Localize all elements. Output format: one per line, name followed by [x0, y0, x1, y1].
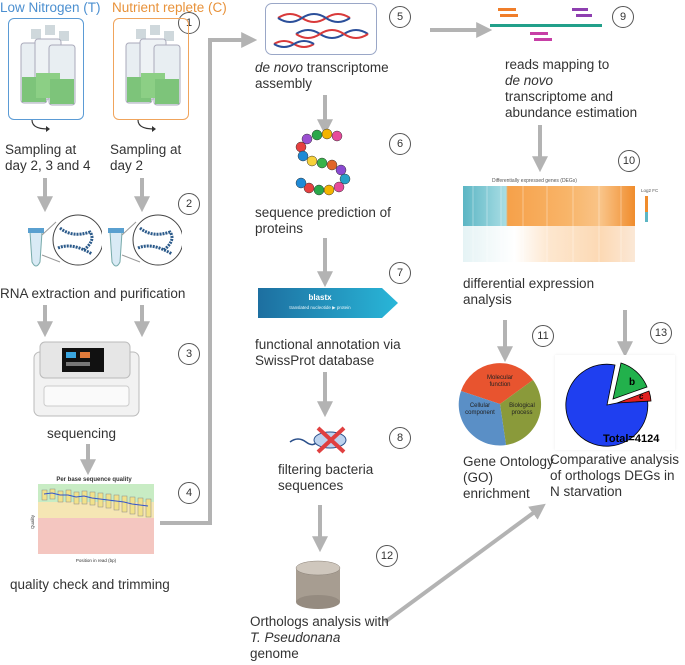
- ortholog-pie-box: b c Total=4124: [555, 355, 675, 450]
- step-9-label-a: reads mapping to: [505, 57, 610, 72]
- step-12-label-b: genome: [250, 646, 299, 661]
- go-label-mf-line1: Molecular: [487, 375, 513, 381]
- sequencer-icon: [33, 341, 140, 417]
- sampling-arrow-icon: [137, 119, 156, 132]
- heatmap-legend-label: Log2 FC: [641, 188, 659, 193]
- step-number-8: 8: [389, 427, 411, 449]
- dna-strands-icon: [273, 13, 369, 48]
- step-number-12: 12: [376, 545, 398, 567]
- step-number-7: 7: [389, 262, 411, 284]
- assembly-box: [265, 3, 377, 55]
- step-3-label: sequencing: [47, 426, 117, 441]
- quality-chart: Per base sequence quality Position in re…: [30, 477, 154, 563]
- header-nutrient-replete: Nutrient replete (C): [112, 0, 227, 15]
- step-number-3: 3: [178, 343, 200, 365]
- step-number-2: 2: [178, 193, 200, 215]
- protein-chain-icon: [295, 128, 351, 196]
- blastx-banner: blastx translated nucleotide ▶ protein: [258, 288, 398, 318]
- step-2-label: RNA extraction and purification: [0, 286, 186, 301]
- step-6-label: sequence prediction of proteins: [255, 205, 391, 236]
- arrow-12-13: [383, 503, 546, 624]
- step-4-label: quality check and trimming: [10, 577, 170, 592]
- step-9-label-italic: de novo: [505, 73, 554, 88]
- reads-mapping-icon: [490, 8, 602, 41]
- ortholog-total: Total=4124: [603, 433, 660, 445]
- step-number-5: 5: [389, 6, 411, 28]
- deg-heatmap: Log2 FC: [463, 186, 659, 262]
- arrow-4-5: [160, 32, 258, 525]
- ortholog-label-c: c: [639, 392, 644, 401]
- ortholog-slice-c: [616, 390, 652, 404]
- bacteria-filter-icon: [289, 426, 347, 454]
- step-number-11: 11: [532, 325, 554, 347]
- quality-chart-ylabel: Quality: [30, 514, 35, 529]
- quality-chart-title: Per base sequence quality: [56, 477, 132, 483]
- step-13-label: Comparative analysis of orthologs DEGs i…: [550, 452, 680, 499]
- genome-cylinder-icon: [295, 560, 341, 609]
- step-number-6: 6: [389, 133, 411, 155]
- flask-group-nutrient-replete: [113, 18, 189, 120]
- step-number-1: 1: [178, 12, 200, 34]
- rna-tube-icon: [108, 214, 182, 267]
- go-slice-molecular-function: [461, 363, 533, 404]
- ortholog-slice-main: [565, 363, 649, 447]
- step-1-label-c: Sampling at day 2: [110, 142, 182, 173]
- rna-tube-icon: [28, 214, 102, 267]
- step-number-4: 4: [178, 482, 200, 504]
- step-7-label: functional annotation via SwissProt data…: [255, 337, 401, 368]
- blastx-title: blastx: [308, 293, 332, 302]
- heatmap-title: Differentially expressed genes (DEGs): [492, 178, 577, 184]
- blastx-subtitle: translated nucleotide ▶ protein: [289, 305, 351, 310]
- ortholog-label-b: b: [629, 377, 635, 388]
- step-5-label: de novo transcriptome assembly: [255, 60, 415, 92]
- step-12-label-a: Orthologs analysis with: [250, 614, 389, 629]
- flask-icon: [125, 25, 181, 106]
- flask-icon: [20, 25, 76, 106]
- step-number-13: 13: [650, 322, 672, 344]
- go-slice-cellular-component: [458, 391, 506, 446]
- sampling-arrow-icon: [31, 119, 50, 132]
- step-12-label-italic: T. Pseudonana: [250, 630, 341, 645]
- ortholog-slice-b: [612, 362, 648, 400]
- step-9-label: reads mapping to de novo transcriptome a…: [505, 57, 665, 121]
- step-12-label: Orthologs analysis with T. Pseudonana ge…: [250, 614, 390, 662]
- flask-group-low-nitrogen: [8, 18, 84, 120]
- step-1-label-t: Sampling at day 2, 3 and 4: [5, 142, 91, 173]
- step-5-label-italic: de novo: [255, 60, 304, 75]
- step-number-10: 10: [618, 150, 640, 172]
- step-9-label-b: transcriptome and abundance estimation: [505, 89, 638, 120]
- header-low-nitrogen: Low Nitrogen (T): [0, 0, 101, 15]
- go-slice-biological-process: [500, 380, 542, 445]
- step-number-9: 9: [612, 6, 634, 28]
- step-8-label: filtering bacteria sequences: [278, 462, 374, 493]
- quality-chart-xlabel: Position in read (bp): [76, 558, 117, 563]
- step-5-label-rest: transcriptome assembly: [255, 60, 389, 91]
- step-10-label: differential expression analysis: [463, 276, 595, 307]
- step-11-label: Gene Ontology (GO) enrichment: [463, 454, 554, 501]
- go-label-mf-line2: function: [489, 382, 510, 388]
